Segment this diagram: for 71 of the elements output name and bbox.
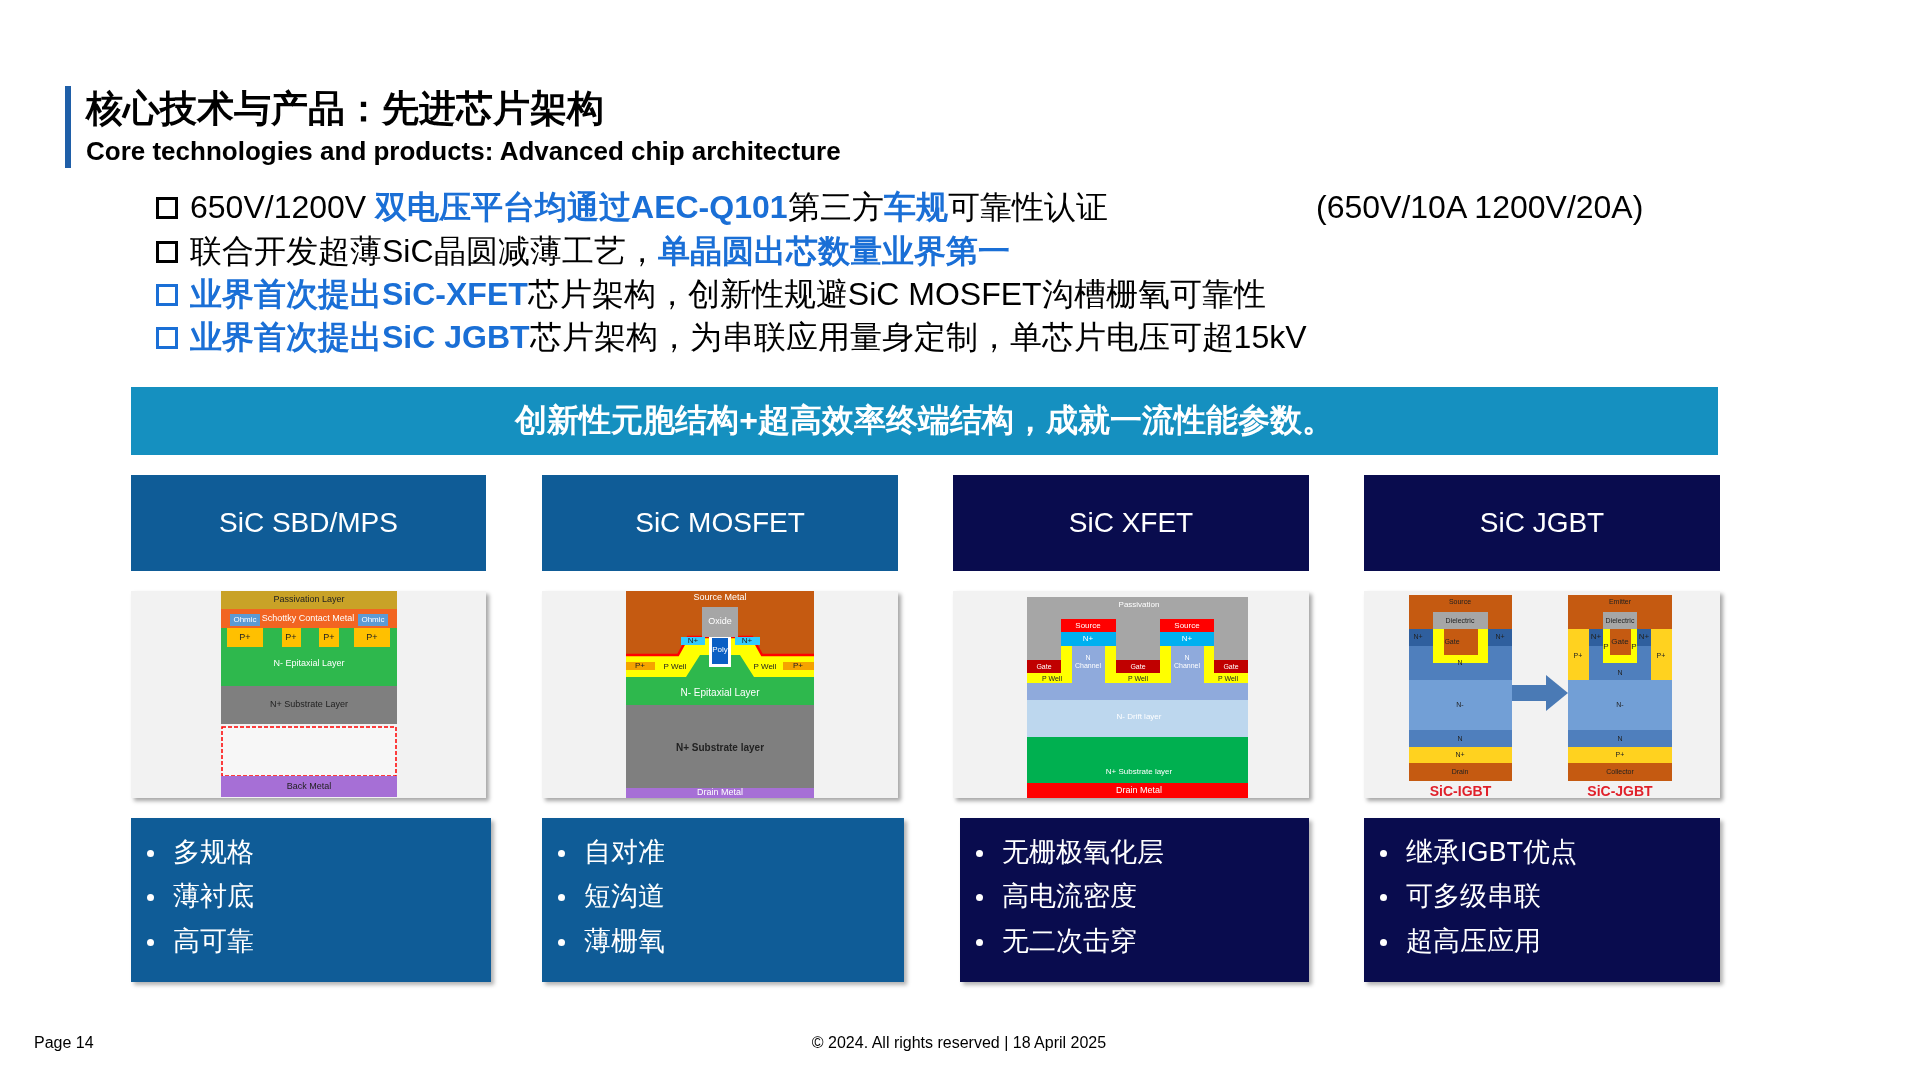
layer-label: Source [1174, 621, 1200, 631]
layer-label: Back Metal [286, 782, 332, 792]
drawing-caption: SiC-IGBT [1428, 783, 1493, 799]
bullet-text: 无二次击穿 [1002, 924, 1138, 958]
feature-card [960, 818, 1309, 982]
bullet-text: 继承IGBT优点 [1406, 836, 1578, 869]
layer-label: N+ [1638, 632, 1650, 642]
spec-note: (650V/10A 1200V/20A) [1316, 190, 1644, 226]
category-header: SiC MOSFET [542, 475, 898, 571]
category-header: SiC JGBT [1364, 475, 1720, 571]
layer-label: N- Drift layer [1116, 712, 1162, 722]
bullet-point-text: 业界首次提出SiC JGBT芯片架构，为串联应用量身定制，单芯片电压可超15kV [190, 320, 1307, 356]
copyright-text: © 2024. All rights reserved | 18 April 2025 [811, 1034, 1107, 1052]
layer-label: N+ Substrate layer [1105, 767, 1173, 777]
layer-label: N+ Substrate layer [675, 741, 765, 753]
layer-label: N+ Substrate Layer [270, 700, 348, 710]
feature-card [131, 818, 491, 982]
feature-card [1364, 818, 1720, 982]
layer-label: Schottky Contact Metal [261, 614, 355, 624]
layer-label: N+ [741, 636, 753, 646]
bullet-text: 超高压应用 [1406, 924, 1542, 958]
layer-label: Passivation [1118, 600, 1160, 610]
drawing-caption: SiC-JGBT [1586, 783, 1654, 799]
slide-title: 核心技术与产品：先进芯片架构 [86, 89, 604, 130]
subtitle: Core technologies and products: Advanced chip architecture [86, 136, 841, 166]
layer-label: Gate [1611, 637, 1629, 647]
bullet-text: 短沟道 [584, 880, 666, 913]
layer-label: P [1603, 642, 1609, 652]
bullet-text: 可多级串联 [1406, 880, 1542, 913]
bullet-point-text: 联合开发超薄SiC晶圆减薄工艺，单晶圆出芯数量业界第一 [190, 234, 1010, 270]
layer-label: N+ [1181, 634, 1193, 644]
layer-label: Drain Metal [1116, 786, 1162, 796]
cross-section-drawing [1568, 595, 1672, 799]
layer-label: Ohmic [361, 615, 385, 625]
bullet-text: 薄衬底 [173, 880, 255, 913]
bullet-text: 高可靠 [173, 924, 255, 958]
cross-section-drawing [1409, 595, 1512, 799]
layer-label: P [1631, 642, 1637, 652]
layer-label: Source [1075, 621, 1101, 631]
layer-label: Ohmic [233, 615, 257, 625]
layer-label: Source Metal [693, 593, 747, 603]
banner: 创新性元胞结构+超高效率终端结构，成就一流性能参数。 [131, 387, 1718, 455]
bullet-point-text: 650V/1200V 双电压平台均通过AEC-Q101第三方车规可靠性认证 [190, 190, 1108, 226]
layer-label: N+ [687, 636, 699, 646]
layer-label: Poly [712, 645, 728, 655]
bullet-text: 多规格 [173, 836, 255, 869]
layer-label: P Well [663, 662, 687, 672]
layer-label: Passivation Layer [273, 595, 345, 605]
category-header: SiC SBD/MPS [131, 475, 486, 571]
layer-label: P+ [793, 661, 803, 671]
bullet-text: 自对准 [584, 836, 666, 869]
feature-card [542, 818, 904, 982]
layer-label: P+ [366, 633, 378, 643]
layer-label: P+ [285, 633, 297, 643]
layer-label: N- Epitaxial Layer [273, 659, 345, 669]
arrow [1512, 675, 1568, 711]
layer-label: P+ [239, 633, 251, 643]
layer-label: Oxide [708, 617, 732, 627]
layer-label: P Well [753, 662, 777, 672]
layer-label: P+ [323, 633, 335, 643]
bullet-text: 薄栅氧 [584, 924, 666, 958]
category-header: SiC XFET [953, 475, 1309, 571]
bullet-text: 高电流密度 [1002, 880, 1138, 913]
layer-label: N+ [1590, 632, 1602, 642]
layer-label: N- Epitaxial Layer [680, 686, 760, 698]
page-number: Page 14 [34, 1034, 94, 1052]
layer-label: Drain Metal [697, 788, 743, 798]
bullet-point-text: 业界首次提出SiC-XFET芯片架构，创新性规避SiC MOSFET沟槽栅氧可靠性 [190, 277, 1266, 313]
layer-label: N+ [1082, 634, 1094, 644]
layer-label: P+ [635, 661, 645, 671]
bullet-text: 无栅极氧化层 [1002, 836, 1165, 869]
